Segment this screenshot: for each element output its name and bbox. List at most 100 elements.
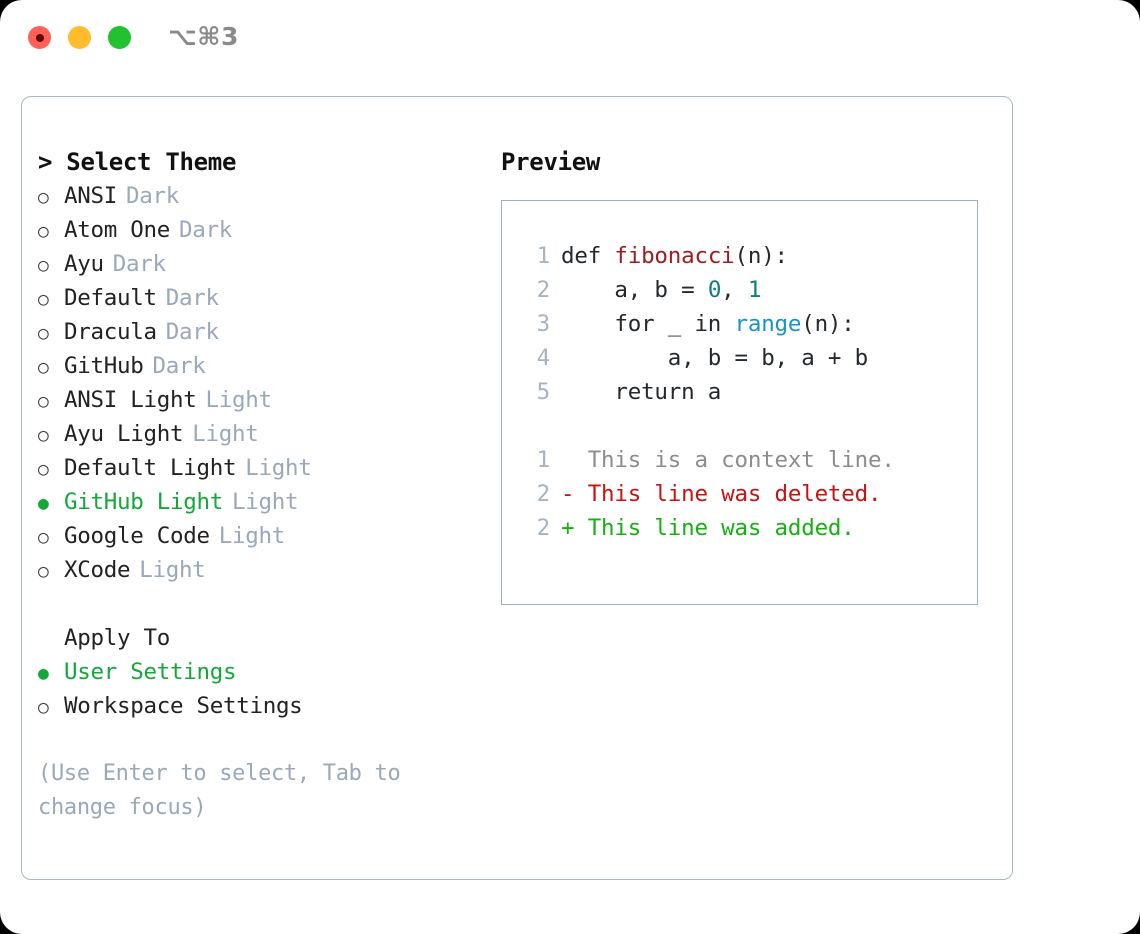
window-controls bbox=[28, 26, 131, 49]
theme-variant-tag: Light bbox=[218, 523, 286, 549]
code-line-content: for _ in range(n): bbox=[561, 307, 854, 341]
line-number: 2 bbox=[536, 481, 551, 507]
radio-unselected-icon: ○ bbox=[38, 289, 49, 310]
spacer bbox=[524, 409, 977, 443]
theme-option-label: GitHub bbox=[64, 353, 144, 379]
apply-to-option-label: User Settings bbox=[64, 659, 237, 685]
theme-option-label: GitHub Light bbox=[64, 489, 223, 515]
theme-option-google-code[interactable]: ○ Google Code Light bbox=[38, 519, 478, 553]
theme-option-github-light[interactable]: ● GitHub Light Light bbox=[38, 485, 478, 519]
close-button-icon[interactable] bbox=[28, 26, 51, 49]
code-line: 3 for _ in range(n): bbox=[524, 307, 977, 341]
diff-line-text: This line was added. bbox=[587, 515, 855, 541]
minimize-button-icon[interactable] bbox=[68, 26, 91, 49]
diff-marker: - bbox=[561, 481, 588, 507]
radio-unselected-icon: ○ bbox=[38, 357, 49, 378]
diff-line-context: 1 This is a context line. bbox=[524, 443, 977, 477]
radio-selected-icon: ● bbox=[38, 493, 49, 514]
theme-variant-tag: Dark bbox=[165, 319, 219, 345]
radio-unselected-icon: ○ bbox=[38, 187, 49, 208]
diff-line-text: This line was deleted. bbox=[587, 481, 882, 507]
line-number: 2 bbox=[536, 277, 551, 303]
code-token-plain: (n): bbox=[734, 243, 789, 269]
line-number: 1 bbox=[536, 243, 551, 269]
line-number: 3 bbox=[536, 311, 551, 337]
apply-to-option-list: ● User Settings ○Workspace Settings bbox=[38, 655, 478, 723]
theme-variant-tag: Light bbox=[139, 557, 206, 583]
diff-line-text: This is a context line. bbox=[587, 447, 895, 473]
radio-unselected-icon: ○ bbox=[38, 527, 49, 548]
apply-to-option-workspace-settings[interactable]: ○Workspace Settings bbox=[38, 689, 478, 723]
theme-option-github[interactable]: ○ GitHub Dark bbox=[38, 349, 478, 383]
code-token-plain: def bbox=[561, 243, 615, 269]
apply-to-option-user-settings[interactable]: ● User Settings bbox=[38, 655, 478, 689]
radio-unselected-icon: ○ bbox=[38, 323, 49, 344]
diff-line-added: 2+ This line was added. bbox=[524, 511, 977, 545]
radio-unselected-icon: ○ bbox=[38, 391, 49, 412]
code-line-content: a, b = 0, 1 bbox=[561, 273, 761, 307]
radio-unselected-icon: ○ bbox=[38, 561, 49, 582]
theme-variant-tag: Light bbox=[231, 489, 299, 515]
theme-option-ayu[interactable]: ○ Ayu Dark bbox=[38, 247, 478, 281]
theme-option-label: Default bbox=[64, 285, 157, 311]
diff-line-deleted: 2- This line was deleted. bbox=[524, 477, 977, 511]
radio-unselected-icon: ○ bbox=[38, 459, 49, 480]
code-token-plain: , bbox=[721, 277, 748, 303]
radio-unselected-icon: ○ bbox=[38, 425, 49, 446]
theme-variant-tag: Dark bbox=[178, 217, 232, 243]
select-theme-header: > Select Theme bbox=[38, 148, 237, 176]
apply-to-option-label: Workspace Settings bbox=[64, 693, 303, 719]
theme-option-label: Default Light bbox=[64, 455, 237, 481]
radio-unselected-icon: ○ bbox=[38, 255, 49, 276]
radio-selected-icon: ● bbox=[38, 663, 49, 684]
theme-variant-tag: Light bbox=[205, 387, 272, 413]
diff-marker: + bbox=[561, 515, 588, 541]
code-line: 5 return a bbox=[524, 375, 977, 409]
line-number: 1 bbox=[536, 447, 551, 473]
preview-title: Preview bbox=[501, 148, 601, 176]
code-line: 1 def fibonacci(n): bbox=[524, 239, 977, 273]
theme-option-label: Atom One bbox=[64, 217, 170, 243]
code-token-number: 1 bbox=[747, 277, 762, 303]
code-token-plain: for _ in bbox=[561, 311, 735, 337]
code-line-content: def fibonacci(n): bbox=[561, 239, 788, 273]
theme-option-label: ANSI bbox=[64, 183, 117, 209]
code-line: 4 a, b = b, a + b bbox=[524, 341, 977, 375]
code-token-number: 0 bbox=[707, 277, 722, 303]
theme-variant-tag: Dark bbox=[152, 353, 206, 379]
theme-option-label: Ayu bbox=[64, 251, 104, 277]
code-token-function: fibonacci bbox=[614, 243, 735, 269]
diff-marker bbox=[561, 443, 588, 477]
keyboard-shortcut-label: ⌥⌘3 bbox=[168, 22, 239, 51]
diff-sample: 1 This is a context line.2- This line wa… bbox=[524, 443, 977, 545]
code-token-plain: a, b = b, a + b bbox=[561, 345, 868, 371]
theme-option-atom-one[interactable]: ○ Atom One Dark bbox=[38, 213, 478, 247]
maximize-button-icon[interactable] bbox=[108, 26, 131, 49]
code-token-plain: return a bbox=[561, 379, 722, 405]
code-token-plain: a, b = bbox=[561, 277, 708, 303]
line-number: 5 bbox=[536, 379, 551, 405]
theme-variant-tag: Light bbox=[192, 421, 259, 447]
theme-variant-tag: Dark bbox=[165, 285, 219, 311]
theme-option-default[interactable]: ○ Default Dark bbox=[38, 281, 478, 315]
theme-option-label: Google Code bbox=[64, 523, 210, 549]
theme-variant-tag: Dark bbox=[126, 183, 179, 209]
keyboard-hint-text: (Use Enter to select, Tab to change focu… bbox=[38, 761, 401, 820]
theme-variant-tag: Dark bbox=[112, 251, 166, 277]
radio-unselected-icon: ○ bbox=[38, 221, 49, 242]
code-line: 2 a, b = 0, 1 bbox=[524, 273, 977, 307]
spacer bbox=[38, 587, 478, 621]
theme-option-ansi[interactable]: ○ ANSI Dark bbox=[38, 179, 478, 213]
apply-to-header: Apply To bbox=[64, 625, 170, 651]
code-line-content: return a bbox=[561, 375, 721, 409]
